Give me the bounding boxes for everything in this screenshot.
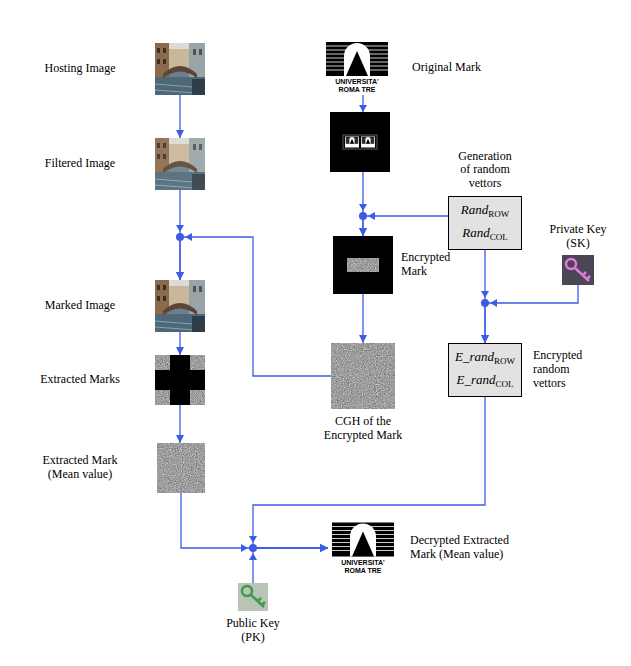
image-frame: Private Key (SK): [562, 255, 594, 285]
logo-text: UNIVERSITA': [328, 559, 398, 566]
vector-name: Rand: [462, 225, 489, 240]
encrypted-mark-picture: [333, 236, 393, 294]
label-holder: Decrypted Extracted Mark (Mean value): [410, 534, 510, 562]
node-label: CGH of the Encrypted Mark: [317, 415, 409, 443]
box-content: RandROWRandCOL: [461, 200, 509, 246]
flow-arrow: [253, 548, 328, 583]
image-frame: Decrypted Extracted Mark (Mean value)UNI…: [328, 520, 398, 576]
extracted-marks-picture: [155, 355, 205, 405]
flow-arrow: [179, 405, 180, 443]
logo-picture: [328, 521, 398, 576]
process-box: RandROWRandCOLGeneration of random vetto…: [448, 196, 522, 250]
logo-holder: UNIVERSITA': [322, 78, 392, 85]
label-holder: Hosting Image: [30, 62, 130, 76]
label-holder: Encrypted Mark: [401, 251, 457, 279]
image-frame: Public Key (PK): [238, 583, 268, 611]
vector-name: E_rand: [457, 372, 496, 387]
vector-name: E_rand: [455, 349, 494, 364]
vector-name: Rand: [461, 202, 488, 217]
image-frame: CGH of the Encrypted Mark: [331, 343, 395, 409]
image-frame: Hosting Image: [155, 43, 205, 95]
node-label: Encrypted Mark: [401, 251, 457, 279]
image-frame: Original MarkUNIVERSITA'ROMA TRE: [322, 40, 392, 95]
mean-mark-picture: [157, 443, 205, 493]
flow-arrow: [179, 332, 180, 355]
cgh-picture: [331, 343, 395, 409]
node-label: Encrypted random vettors: [533, 349, 595, 390]
subscript: ROW: [494, 356, 515, 366]
junction-dot: [176, 212, 489, 552]
hosting-photo: [155, 43, 205, 95]
subscript: ROW: [488, 209, 509, 219]
box-line: RandROW: [461, 200, 509, 223]
box-content: E_randROWE_randCOL: [455, 347, 515, 393]
flow-arrow: [485, 285, 578, 343]
flow-arrow: [362, 294, 363, 343]
label-holder: Encrypted random vettors: [533, 349, 595, 390]
flow-arrow: [363, 216, 448, 236]
logo-holder: ROMA TRE: [328, 567, 398, 574]
node-label: Extracted Marks: [30, 373, 130, 387]
logo-text: UNIVERSITA': [322, 78, 392, 85]
image-frame: Encrypted Mark: [333, 236, 393, 294]
padded-mark-picture: [330, 112, 390, 172]
image-frame: Marked Image: [155, 280, 205, 332]
node-label: Public Key (PK): [218, 617, 288, 645]
image-frame: Filtered Image: [155, 138, 205, 190]
subscript: COL: [496, 379, 514, 389]
image-frame: Extracted Marks: [155, 355, 205, 405]
subscript: COL: [490, 232, 508, 242]
node-label: Extracted Mark (Mean value): [30, 454, 130, 482]
image-frame: Extracted Mark (Mean value): [157, 443, 205, 493]
node-label: Private Key (SK): [538, 223, 618, 251]
logo-holder: ROMA TRE: [322, 86, 392, 93]
node-label: Decrypted Extracted Mark (Mean value): [410, 534, 510, 562]
box-line: RandCOL: [461, 223, 509, 246]
node-label: Marked Image: [30, 299, 130, 313]
process-box: E_randROWE_randCOLEncrypted random vetto…: [448, 343, 522, 397]
logo-text: ROMA TRE: [322, 86, 392, 93]
label-holder: Extracted Mark (Mean value): [30, 454, 130, 482]
label-holder: Generation of random vettors: [453, 150, 517, 191]
flow-arrow: [181, 493, 328, 548]
label-holder: Public Key (PK): [218, 617, 288, 645]
flow-arrow: [179, 95, 180, 138]
private-key-icon: [562, 255, 594, 285]
label-holder: CGH of the Encrypted Mark: [317, 415, 409, 443]
node-label: Hosting Image: [30, 62, 130, 76]
label-holder: Private Key (SK): [538, 223, 618, 251]
public-key-icon: [238, 583, 268, 611]
label-holder: Filtered Image: [30, 157, 130, 171]
node-label: Generation of random vettors: [453, 150, 517, 191]
logo-holder: UNIVERSITA': [328, 559, 398, 566]
marked-photo: [155, 280, 205, 332]
logo-picture: [322, 40, 392, 95]
box-line: E_randROW: [455, 347, 515, 370]
node-label: Original Mark: [412, 61, 522, 75]
filtered-photo: [155, 138, 205, 190]
logo-text: ROMA TRE: [328, 567, 398, 574]
arrowhead: [176, 105, 497, 560]
label-holder: Original Mark: [412, 61, 522, 75]
node-label: Filtered Image: [30, 157, 130, 171]
label-holder: Extracted Marks: [30, 373, 130, 387]
box-line: E_randCOL: [455, 370, 515, 393]
label-holder: Marked Image: [30, 299, 130, 313]
